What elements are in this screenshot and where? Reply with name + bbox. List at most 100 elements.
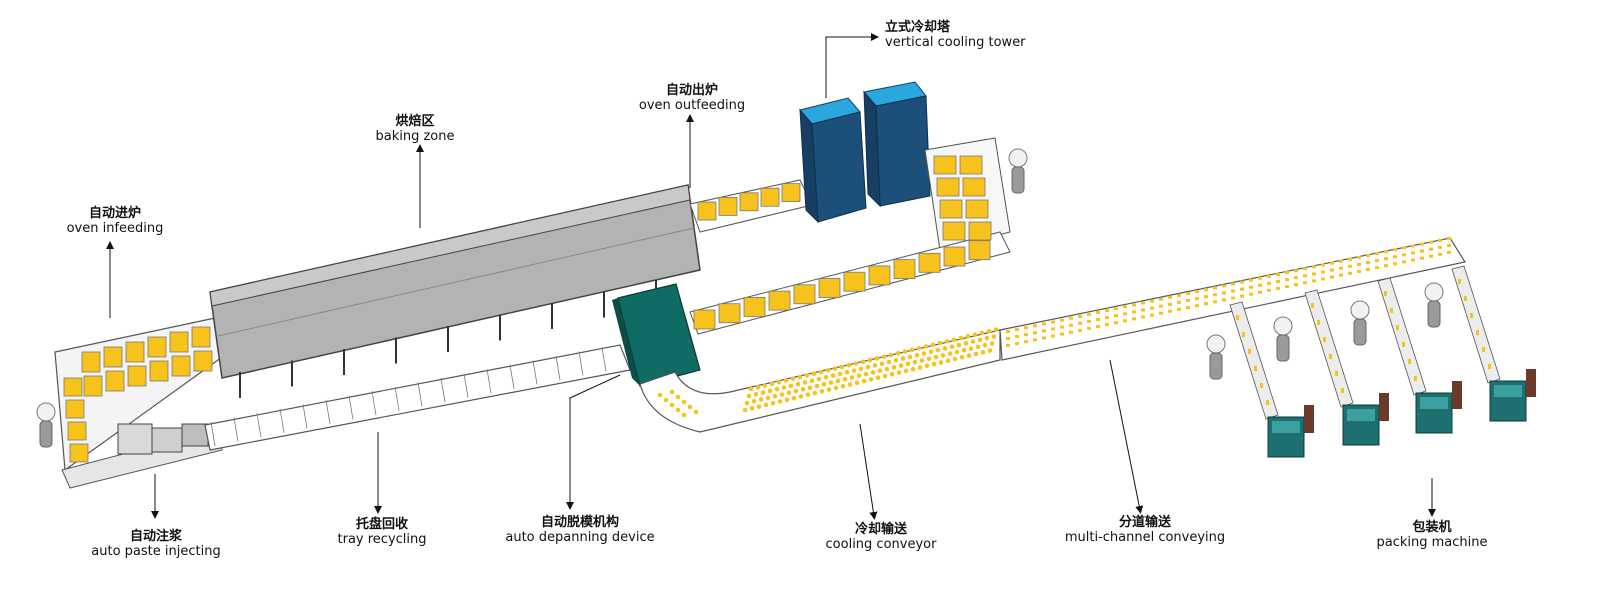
label-en: cooling conveyor bbox=[825, 537, 937, 552]
label-en: oven infeeding bbox=[66, 221, 164, 236]
product-tray bbox=[105, 370, 125, 392]
product-tray bbox=[65, 399, 85, 419]
label-en: auto paste injecting bbox=[91, 544, 221, 559]
product-tray bbox=[67, 421, 87, 441]
operator-head bbox=[1350, 300, 1370, 320]
product-tray bbox=[193, 350, 213, 372]
tower-return-conveyor bbox=[689, 137, 1011, 335]
operator-head bbox=[1273, 316, 1293, 336]
operator-body bbox=[1209, 352, 1223, 380]
oven-outfeed-conveyor bbox=[689, 179, 813, 233]
product-tray bbox=[843, 271, 866, 292]
product-tray bbox=[743, 296, 766, 317]
product-tray bbox=[943, 246, 966, 267]
depanning-device bbox=[612, 283, 701, 387]
operator-body bbox=[1276, 334, 1290, 362]
product-tray bbox=[83, 375, 103, 397]
label-auto-paste: 自动注浆 auto paste injecting bbox=[86, 529, 226, 559]
product-tray bbox=[171, 355, 191, 377]
packing-feeder bbox=[1304, 289, 1354, 408]
label-zh: 自动出炉 bbox=[665, 83, 718, 98]
operator-head bbox=[1206, 334, 1226, 354]
label-zh: 托盘回收 bbox=[355, 517, 408, 532]
product-tray bbox=[918, 252, 941, 273]
product-tray bbox=[959, 155, 983, 175]
label-en: packing machine bbox=[1376, 535, 1488, 550]
label-depanning: 自动脱模机构 auto depanning device bbox=[498, 515, 662, 545]
product-tray bbox=[739, 192, 759, 212]
product-tray bbox=[718, 196, 738, 216]
operator-head bbox=[1008, 148, 1028, 168]
product-tray bbox=[939, 199, 963, 219]
label-en: auto depanning device bbox=[505, 530, 655, 545]
operator-body bbox=[39, 420, 53, 448]
product-tray bbox=[191, 326, 211, 348]
cooling-conveyor bbox=[639, 327, 1001, 433]
label-packing-machine: 包装机 packing machine bbox=[1368, 520, 1496, 550]
operator-body bbox=[1427, 300, 1441, 328]
product-tray bbox=[962, 177, 986, 197]
label-zh: 烘焙区 bbox=[395, 114, 435, 129]
packing-feeder bbox=[1451, 265, 1501, 384]
operator-body bbox=[1353, 318, 1367, 346]
product-tray bbox=[893, 259, 916, 280]
product-tray bbox=[760, 187, 780, 207]
product-tray bbox=[936, 177, 960, 197]
product-tray bbox=[793, 284, 816, 305]
product-tray bbox=[69, 443, 89, 463]
label-cooling-conveyor: 冷却输送 cooling conveyor bbox=[818, 522, 944, 552]
label-en: multi-channel conveying bbox=[1064, 530, 1226, 545]
product-tray bbox=[868, 265, 891, 286]
label-en: tray recycling bbox=[337, 532, 427, 547]
packing-feeder bbox=[1229, 301, 1279, 420]
product-tray bbox=[103, 346, 123, 368]
product-tray bbox=[933, 155, 957, 175]
label-zh: 立式冷却塔 bbox=[885, 20, 951, 35]
label-multi-channel: 分道输送 multi-channel conveying bbox=[1058, 515, 1232, 545]
product-tray bbox=[125, 341, 145, 363]
product-tray bbox=[768, 290, 791, 311]
label-oven-infeeding: 自动进炉 oven infeeding bbox=[60, 206, 170, 236]
label-zh: 包装机 bbox=[1412, 520, 1452, 535]
oven-infeed-conveyor bbox=[54, 317, 226, 489]
label-zh: 自动脱模机构 bbox=[540, 515, 619, 530]
label-baking-zone: 烘焙区 baking zone bbox=[370, 114, 460, 144]
label-en: baking zone bbox=[375, 129, 455, 144]
operator-body bbox=[1011, 166, 1025, 194]
label-cooling-tower: 立式冷却塔 vertical cooling tower bbox=[885, 20, 1026, 50]
packing-feeder bbox=[1377, 277, 1427, 396]
baking-oven bbox=[209, 184, 701, 398]
product-tray bbox=[81, 351, 101, 373]
product-tray bbox=[697, 201, 717, 221]
label-zh: 分道输送 bbox=[1118, 515, 1171, 530]
product-tray bbox=[781, 183, 801, 203]
product-tray bbox=[818, 278, 841, 298]
product-tray bbox=[127, 365, 147, 387]
label-zh: 冷却输送 bbox=[854, 522, 907, 537]
product-tray bbox=[942, 221, 966, 241]
operator-head bbox=[36, 402, 56, 422]
product-tray bbox=[169, 331, 189, 353]
label-en: vertical cooling tower bbox=[885, 35, 1026, 50]
label-zh: 自动注浆 bbox=[129, 529, 182, 544]
product-tray bbox=[965, 199, 989, 219]
operators bbox=[36, 148, 1444, 448]
label-tray-recycling: 托盘回收 tray recycling bbox=[330, 517, 434, 547]
product-tray bbox=[147, 336, 167, 358]
product-tray bbox=[149, 360, 169, 382]
packing-machines bbox=[1229, 265, 1536, 458]
operator-head bbox=[1424, 282, 1444, 302]
vertical-cooling-tower bbox=[799, 81, 931, 224]
label-en: oven outfeeding bbox=[638, 98, 746, 113]
product-tray bbox=[968, 221, 992, 241]
product-tray bbox=[718, 303, 741, 324]
product-tray bbox=[968, 240, 991, 261]
multi-channel-conveyor bbox=[999, 236, 1466, 361]
callout-arrows bbox=[106, 33, 1436, 520]
label-oven-outfeeding: 自动出炉 oven outfeeding bbox=[636, 83, 748, 113]
label-zh: 自动进炉 bbox=[88, 206, 141, 221]
paste-injecting-machine bbox=[117, 423, 209, 455]
product-tray bbox=[63, 377, 83, 397]
